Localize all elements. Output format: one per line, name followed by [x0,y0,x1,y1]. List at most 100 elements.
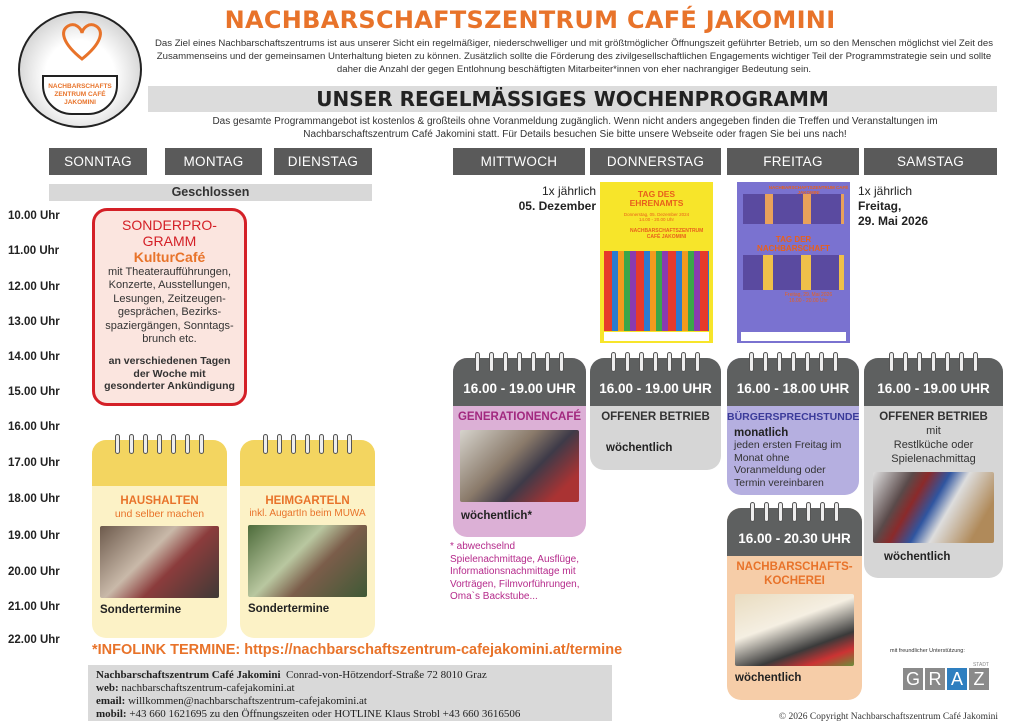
street-address: Conrad-von-Hötzendorf-Straße 72 8010 Gra… [286,669,487,681]
time-label: 14.00 Uhr [8,351,60,363]
time-label: 18.00 Uhr [8,493,60,505]
program-heading: UNSER REGELMÄSSIGES WOCHENPROGRAMM [148,86,997,112]
card-line: mit [926,425,941,437]
card-line: Spielenachmittag [891,453,976,465]
card-title: OFFENER BETRIEB [879,411,988,423]
special-line: gesprächen, Bezirks- [117,306,222,319]
infolink[interactable]: *INFOLINK TERMINE: https://nachbarschaft… [92,642,623,658]
special-line: mit Theateraufführungen, [107,266,232,278]
graz-letter: Z [969,668,989,690]
time-label: 15.00 Uhr [8,386,60,398]
binder-rings-icon [590,352,721,372]
copyright: © 2026 Copyright Nachbarschaftszentrum C… [778,712,998,722]
haushalten-card: HAUSHALTEN und selber machen Sondertermi… [92,434,227,638]
special-line: Konzerte, Ausstellungen, [108,279,231,292]
special-title: SONDERPRO- [122,217,217,233]
card-footer: wöchentlich [735,672,802,684]
binder-rings-icon [727,352,859,372]
photo-generationencafe [460,430,579,502]
time-label: 16.00 Uhr [8,421,60,433]
samstag-card: 16.00 - 19.00 UHR OFFENER BETRIEB mit Re… [864,352,1003,578]
special-note-line: gesonderter Ankündigung [104,380,235,393]
time-label: 12.00 Uhr [8,281,60,293]
hands-illustration [604,251,709,331]
time-label: 21.00 Uhr [8,601,60,613]
special-line: Lesungen, Zeitzeugen- [113,292,226,305]
support-label: mit freundlicher Unterstützung: [890,648,965,654]
graz-letter: R [925,668,945,690]
annual-date: 05. Dezember [518,199,596,213]
time-label: 17.00 Uhr [8,457,60,469]
binder-rings-icon [240,434,375,454]
card-footer: Sondertermine [248,603,330,615]
windows-illustration [743,194,844,224]
card-time: 16.00 - 18.00 UHR [727,358,859,406]
annual-date: Freitag, [858,199,902,213]
closed-label: Geschlossen [49,184,372,201]
photo-garden [248,525,367,597]
day-wednesday: MITTWOCH [453,148,585,175]
footnote: * abwechselnd Spielenachmittage, Ausflüg… [450,541,580,602]
kulturcafe-title: KulturCafé [133,249,206,265]
poster-title: TAG DER NACHBARSCHAFT [757,235,830,253]
kocherei-card: 16.00 - 20.30 UHR NACHBARSCHAFTS- KOCHER… [727,502,862,700]
card-footer: wöchentlich [884,551,951,563]
binder-rings-icon [727,502,862,522]
day-saturday: SAMSTAG [864,148,997,175]
annual-frequency: 1x jährlich [858,184,913,198]
web-link[interactable]: nachbarschaftszentrum-cafejakomini.at [121,682,295,694]
annual-event-1: 1x jährlich 05. Dezember [495,184,596,214]
time-label: 13.00 Uhr [8,316,60,328]
web-label: web: [96,682,119,694]
card-time: 16.00 - 20.30 UHR [727,508,862,556]
card-footer: Sondertermine [100,604,182,616]
photo-games [873,472,994,543]
time-label: 22.00 Uhr [8,634,60,646]
graz-logo: STADT G R A Z [903,662,989,690]
poster-time: 16.00 - 20.00 Uhr [789,298,828,304]
time-label: 11.00 Uhr [8,245,60,257]
annual-frequency: 1x jährlich [541,184,596,198]
poster-org: NACHBARSCHAFTSZENTRUM CAFÉ JAKOMINI [630,228,704,240]
buergersprechstunde-card: 16.00 - 18.00 UHR BÜRGERSPRECHSTUNDE mon… [727,352,860,495]
heimgarteln-card: HEIMGARTELN inkl. AugartIn beim MUWA Son… [240,434,375,638]
card-subtitle: inkl. AugartIn beim MUWA [249,508,366,519]
card-time: 16.00 - 19.00 UHR [864,358,1003,406]
poster-tag-der-nachbarschaft[interactable]: NACHBARSCHAFTSZENTRUM CAFÉ JAKOMINI TAG … [737,182,850,343]
program-subtext: Das gesamte Programmangebot ist kostenlo… [212,116,938,140]
email-label: email: [96,695,126,707]
card-footer: wöchentlich* [461,510,532,522]
page-title: NACHBARSCHAFTSZENTRUM CAFÉ JAKOMINI [224,6,836,34]
card-title: GENERATIONENCAFÉ [457,411,582,423]
special-line: spaziergängen, Sonntags- [105,319,234,332]
address-box: Nachbarschaftszentrum Café Jakomini Conr… [88,665,612,721]
graz-stadt: STADT [972,662,989,668]
windows-illustration [743,255,844,290]
time-label: 20.00 Uhr [8,566,60,578]
binder-rings-icon [92,434,227,454]
poster-time: 14.00 - 20.00 Uhr [638,217,675,222]
card-title: KOCHEREI [764,575,825,587]
cup-icon: NACHBARSCHAFTS ZENTRUM CAFÉ JAKOMINI [42,75,118,115]
special-program-box: SONDERPRO- GRAMM KulturCafé mit Theatera… [92,208,247,406]
binder-rings-icon [453,352,586,372]
donnerstag-card: 16.00 - 19.00 UHR OFFENER BETRIEB wöchen… [590,352,721,470]
card-title: BÜRGERSPRECHSTUNDE [727,411,860,423]
card-title: HAUSHALTEN [120,495,199,507]
photo-cooking [100,526,219,598]
poster-tag-des-ehrenamts[interactable]: TAG DES EHRENAMTS Donnerstag, 05. Dezemb… [600,182,713,343]
card-title: OFFENER BETRIEB [601,411,710,423]
special-line: brunch etc. [142,333,197,346]
generationencafe-card: 16.00 - 19.00 UHR GENERATIONENCAFÉ wöche… [453,352,586,537]
day-monday: MONTAG [165,148,262,175]
graz-letter: G [903,668,923,690]
special-title: GRAMM [142,233,197,249]
card-description: jeden ersten Freitag im Monat ohne Voran… [734,439,842,489]
annual-event-2: 1x jährlich Freitag, 29. Mai 2026 [858,184,978,229]
card-title: NACHBARSCHAFTS- [736,561,853,573]
card-footer: wöchentlich [606,442,673,454]
email-link[interactable]: willkommen@nachbarschaftszentrum-cafejak… [128,695,367,707]
phone-numbers: +43 660 1621695 zu den Öffnungszeiten od… [129,708,521,720]
mobil-label: mobil: [96,708,127,720]
